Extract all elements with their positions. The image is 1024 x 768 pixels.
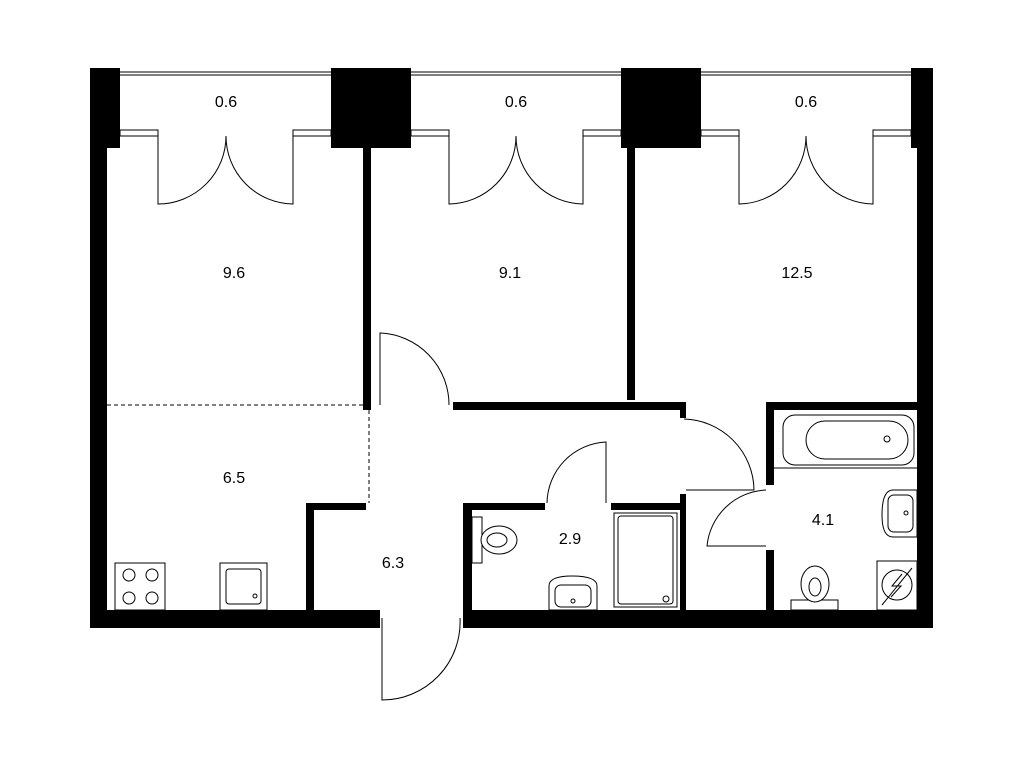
zone-divider [107, 404, 370, 503]
walls [90, 68, 933, 628]
windows [119, 129, 912, 137]
bathtub [774, 414, 917, 469]
washing-machine [876, 560, 918, 611]
toilet-wc [471, 516, 518, 564]
washbasin-wc [548, 575, 598, 611]
toilet-bath [790, 565, 839, 611]
area-balcony-1: 0.6 [215, 94, 237, 111]
area-bathroom: 4.1 [812, 512, 834, 529]
balcony-doors [157, 135, 874, 205]
area-bedroom-3: 12.5 [781, 265, 812, 282]
balcony-railing [120, 71, 911, 76]
shower [613, 512, 678, 608]
area-bedroom-1: 9.6 [223, 265, 245, 282]
area-kitchen: 6.5 [223, 470, 245, 487]
area-bedroom-2: 9.1 [499, 265, 521, 282]
washbasin-bath [881, 489, 918, 538]
stove [114, 562, 166, 611]
area-balcony-2: 0.6 [505, 94, 527, 111]
kitchen-sink [219, 562, 268, 611]
interior-doors [379, 332, 767, 701]
area-wc: 2.9 [559, 531, 581, 548]
area-balcony-3: 0.6 [795, 94, 817, 111]
area-hallway: 6.3 [382, 555, 404, 572]
